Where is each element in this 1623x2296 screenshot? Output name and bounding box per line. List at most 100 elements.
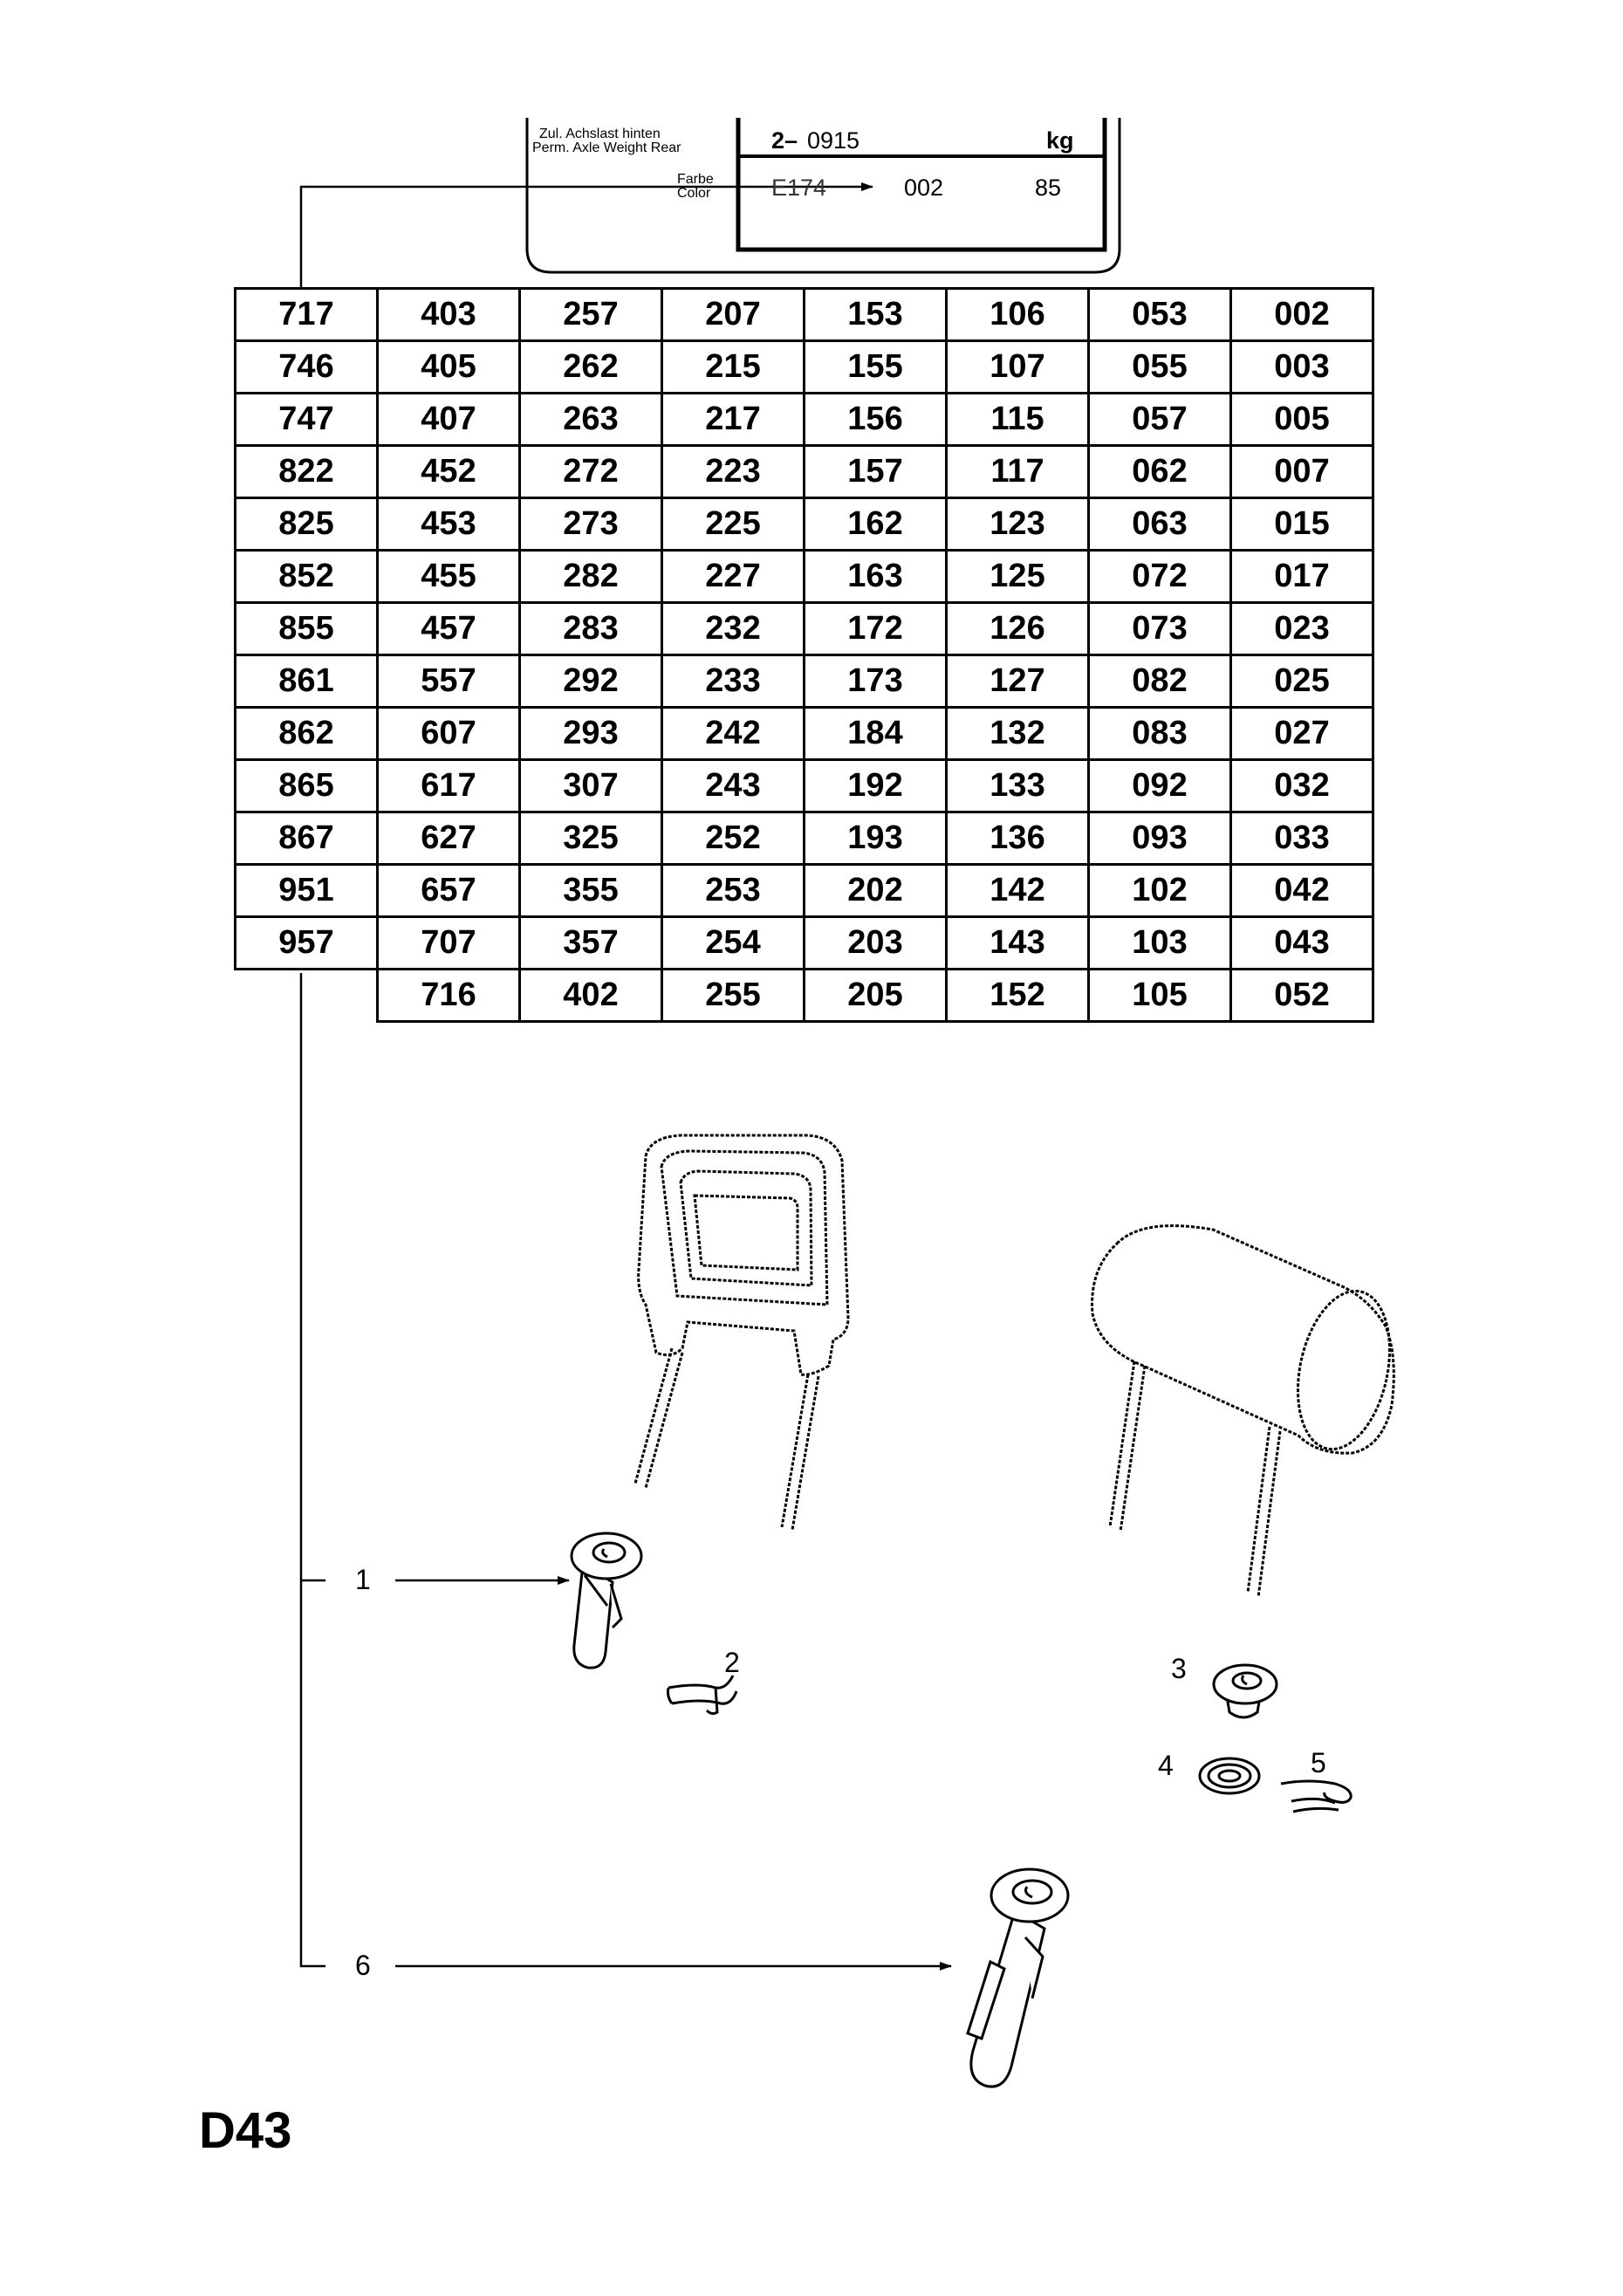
code-cell: 092	[1087, 758, 1232, 813]
code-cell: 252	[661, 811, 805, 866]
code-cell: 205	[803, 968, 948, 1023]
code-cell: 255	[661, 968, 805, 1023]
code-cell: 233	[661, 654, 805, 709]
axle-weight-label-de: Zul. Achslast hinten	[539, 127, 661, 141]
axle-prefix: 2–	[771, 127, 798, 154]
code-cell: 452	[376, 444, 521, 499]
parts-leader-line	[299, 973, 325, 1968]
code-cell: 457	[376, 601, 521, 656]
code-cell: 136	[945, 811, 1090, 866]
code-cell: 102	[1087, 863, 1232, 918]
code-cell: 627	[376, 811, 521, 866]
color-label-de: Farbe	[677, 172, 714, 187]
code-cell: 215	[661, 339, 805, 394]
code-cell: 103	[1087, 915, 1232, 970]
code-cell: 163	[803, 549, 948, 604]
code-cell: 355	[518, 863, 663, 918]
code-cell: 157	[803, 444, 948, 499]
code-cell: 307	[518, 758, 663, 813]
bush-icon	[1212, 1663, 1278, 1719]
callout-2: 2	[724, 1647, 740, 1678]
code-cell: 106	[945, 287, 1090, 342]
code-cell: 162	[803, 497, 948, 552]
code-cell: 015	[1229, 497, 1374, 552]
callout-3: 3	[1171, 1653, 1187, 1684]
code-cell: 607	[376, 706, 521, 761]
code-cell: 082	[1087, 654, 1232, 709]
headrest-guide-sleeve-icon	[570, 1532, 643, 1669]
code-cell: 242	[661, 706, 805, 761]
headrest-open-frame-icon	[633, 1134, 850, 1531]
code-cell: 747	[234, 392, 379, 447]
code-cell: 407	[376, 392, 521, 447]
retaining-clip-icon	[1280, 1779, 1352, 1813]
code-cell: 861	[234, 654, 379, 709]
page-code: D43	[199, 2102, 292, 2159]
headrest-guide-sleeve-long-icon	[966, 1868, 1070, 2088]
code-cell: 223	[661, 444, 805, 499]
code-cell: 172	[803, 601, 948, 656]
plate-outline	[525, 118, 1121, 274]
code-cell: 405	[376, 339, 521, 394]
code-cell: 225	[661, 497, 805, 552]
code-cell: 254	[661, 915, 805, 970]
code-cell: 262	[518, 339, 663, 394]
code-cell: 062	[1087, 444, 1232, 499]
code-cell: 617	[376, 758, 521, 813]
code-cell: 115	[945, 392, 1090, 447]
spring-clip-icon	[667, 1675, 738, 1716]
code-cell: 033	[1229, 811, 1374, 866]
code-cell: 207	[661, 287, 805, 342]
code-cell: 156	[803, 392, 948, 447]
code-cell: 152	[945, 968, 1090, 1023]
code-cell: 017	[1229, 549, 1374, 604]
code-cell: 855	[234, 601, 379, 656]
code-cell: 005	[1229, 392, 1374, 447]
code-cell: 042	[1229, 863, 1374, 918]
code-cell: 083	[1087, 706, 1232, 761]
code-cell: 557	[376, 654, 521, 709]
code-cell: 192	[803, 758, 948, 813]
code-cell: 032	[1229, 758, 1374, 813]
color-leader-line	[299, 182, 873, 287]
code-cell: 957	[234, 915, 379, 970]
code-cell: 153	[803, 287, 948, 342]
code-cell: 063	[1087, 497, 1232, 552]
code-cell: 043	[1229, 915, 1374, 970]
code-cell: 217	[661, 392, 805, 447]
callout-1: 1	[355, 1564, 371, 1595]
code-cell: 133	[945, 758, 1090, 813]
code-cell: 105	[1087, 968, 1232, 1023]
plate-value-box	[736, 118, 1107, 252]
code-cell: 862	[234, 706, 379, 761]
code-cell: 132	[945, 706, 1090, 761]
code-cell: 867	[234, 811, 379, 866]
code-cell: 125	[945, 549, 1090, 604]
code-cell: 173	[803, 654, 948, 709]
code-cell: 657	[376, 863, 521, 918]
code-cell: 257	[518, 287, 663, 342]
code-cell: 403	[376, 287, 521, 342]
color-value: 002	[904, 175, 944, 201]
code-cell: 707	[376, 915, 521, 970]
code-cell: 007	[1229, 444, 1374, 499]
code-cell: 865	[234, 758, 379, 813]
code-cell: 263	[518, 392, 663, 447]
code-cell: 292	[518, 654, 663, 709]
code-cell: 746	[234, 339, 379, 394]
axle-value: 0915	[807, 127, 860, 154]
code-cell: 123	[945, 497, 1090, 552]
code-cell: 027	[1229, 706, 1374, 761]
code-cell: 253	[661, 863, 805, 918]
